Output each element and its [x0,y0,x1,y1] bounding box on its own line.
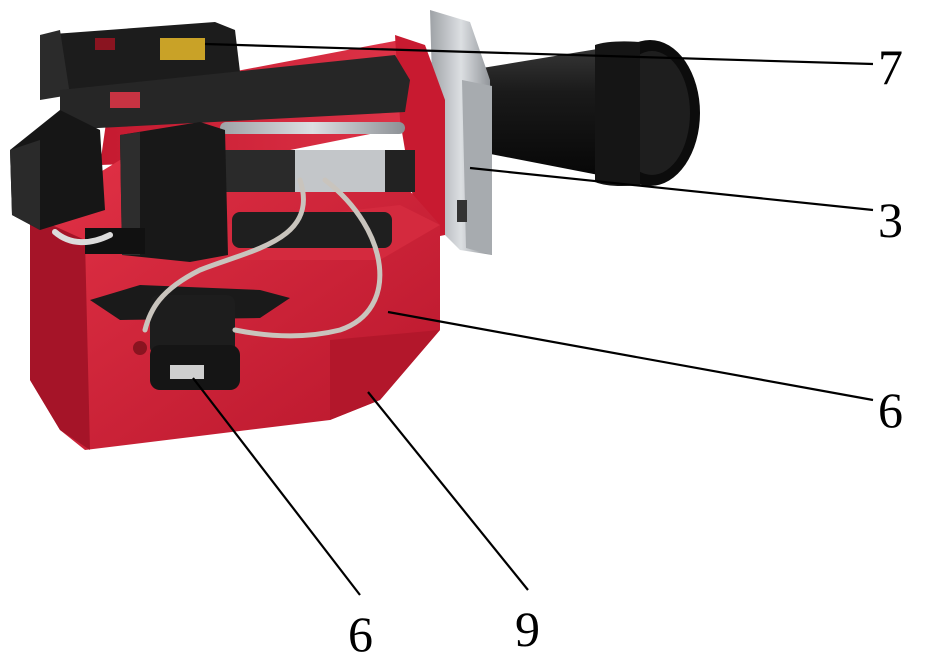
mounting-flange [430,10,492,255]
callout-6-right: 6 [878,382,903,438]
callout-6-bottom: 6 [348,606,373,660]
callout-labels: 7 3 6 6 9 [348,39,903,660]
leader-6-right [387,310,874,402]
blast-tube [470,40,700,186]
callout-3: 3 [878,192,903,248]
transformer [85,122,228,262]
label-plate [160,38,205,60]
callout-7: 7 [878,39,903,95]
control-box [40,22,410,130]
leader-9 [367,391,529,591]
hoses [52,177,383,339]
rod [220,122,405,134]
motor [225,150,415,248]
leader-lines [192,42,874,596]
callout-9: 9 [515,601,540,657]
leader-7 [204,42,874,66]
oil-pump [90,285,290,390]
leader-6-bottom [192,377,361,596]
lockout-box [10,110,105,230]
leader-3 [469,166,874,212]
